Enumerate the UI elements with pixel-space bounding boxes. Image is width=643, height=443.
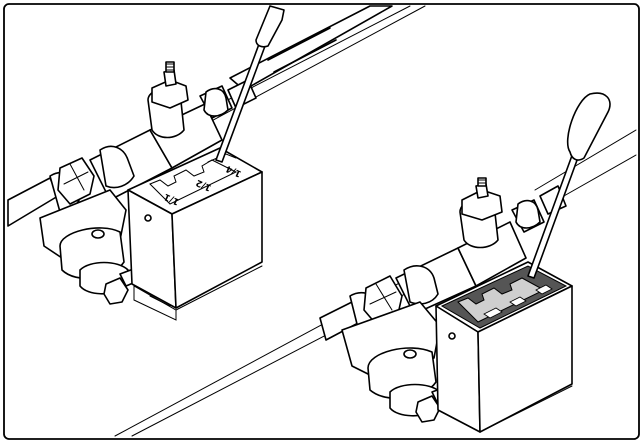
bolt-b (415, 395, 441, 423)
gearbox-side-b (477, 285, 573, 433)
indicator-square-3 (535, 284, 553, 295)
shift-gate-a (149, 159, 238, 205)
lever-knob-b (566, 92, 611, 161)
hose-nut-a (57, 157, 95, 205)
screw-b (448, 332, 456, 340)
screw-a (144, 214, 152, 222)
gearbox-side-a (171, 171, 263, 309)
valve-unit-b (319, 92, 611, 433)
lever-knob-a (255, 5, 285, 48)
valve-unit-a: 1/1 1/2 1/4 (7, 5, 285, 321)
bolt-a (103, 277, 129, 305)
indicator-square-1 (483, 307, 503, 319)
indicator-square-2 (509, 296, 527, 307)
